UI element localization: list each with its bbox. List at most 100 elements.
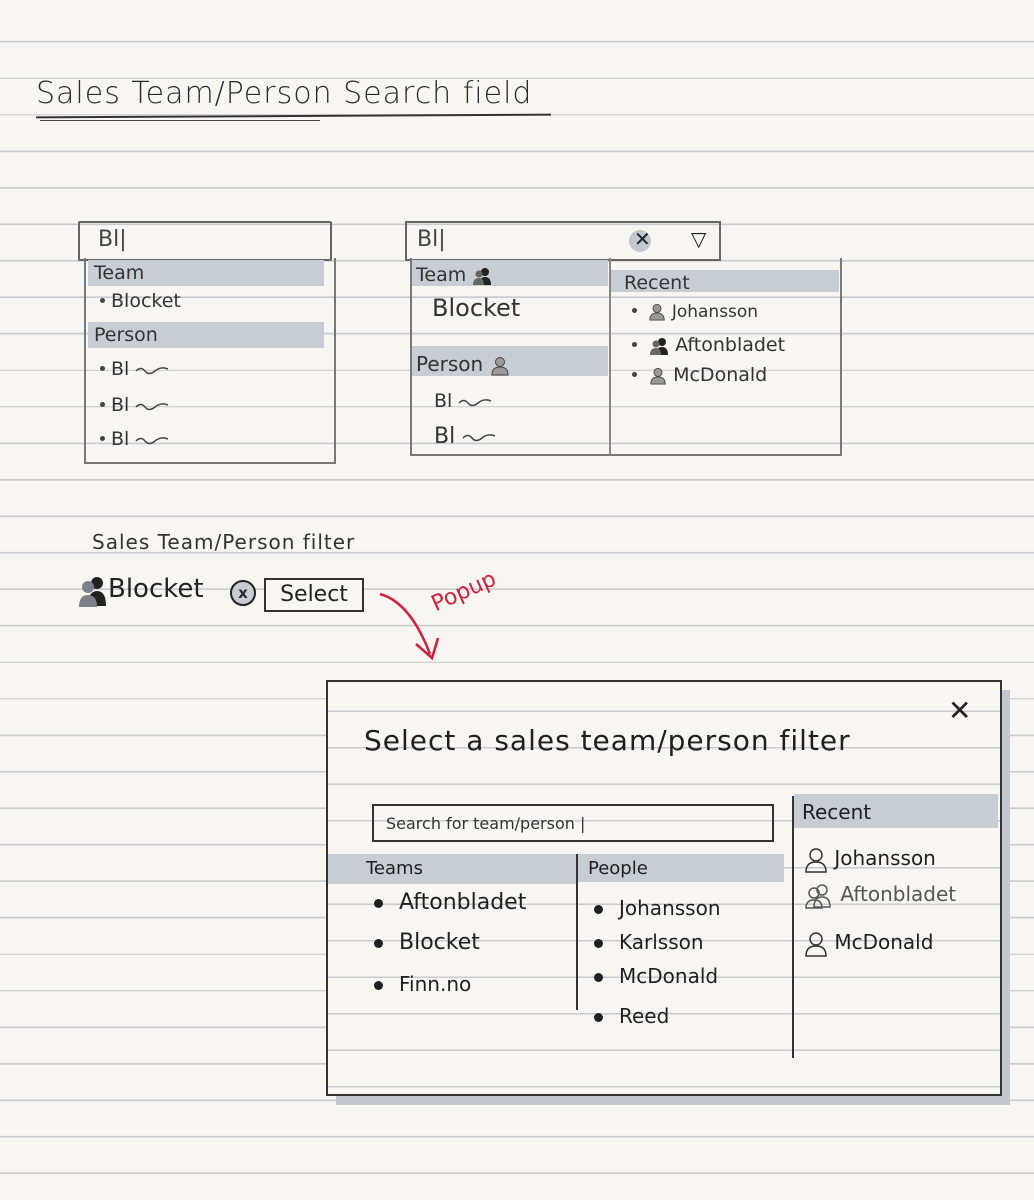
team-icon: [805, 883, 831, 909]
team-list-item[interactable]: Aftonbladet: [374, 890, 526, 915]
sketch1-input-text: Bl|: [98, 227, 127, 252]
sketch1-person-item-label: Bl: [111, 394, 130, 416]
select-filter-modal: ✕ Select a sales team/person filter Team…: [326, 680, 1002, 1096]
bullet: [594, 1013, 603, 1022]
sketch2-dropdown: Team Blocket Person Bl Bl Recent Johanss…: [410, 258, 842, 456]
popup-annotation: Popup: [427, 566, 500, 617]
team-name: Aftonbladet: [399, 890, 527, 915]
sketch1-person-item-label: Bl: [111, 358, 130, 380]
team-name: Blocket: [399, 930, 480, 955]
sketch2-recent-header: Recent: [624, 272, 690, 294]
sketch2-recent-item[interactable]: Aftonbladet: [626, 334, 785, 356]
sketch1-team-item[interactable]: Blocket: [94, 290, 181, 312]
clear-icon[interactable]: ✕: [634, 227, 651, 251]
sketch1-search-input[interactable]: Bl|: [78, 221, 332, 261]
person-name: Johansson: [619, 896, 721, 920]
person-name: McDonald: [619, 964, 719, 988]
recent-divider: [792, 796, 794, 1058]
scribble-icon: [135, 402, 169, 410]
sketch2-recent-item[interactable]: McDonald: [626, 364, 767, 386]
sketch2-person-item-label: Bl: [434, 390, 453, 412]
bullet: [100, 436, 105, 441]
sketch2-recent-item-label: Aftonbladet: [675, 334, 786, 356]
title-underline: [35, 113, 552, 119]
dropdown-arrow-icon[interactable]: ▽: [691, 227, 707, 251]
team-list-item[interactable]: Blocket: [374, 930, 480, 955]
teams-header-bg: [328, 854, 576, 884]
modal-title: Select a sales team/person filter: [364, 724, 851, 757]
person-icon: [650, 367, 666, 385]
sketch2-team-header-bg: [412, 260, 608, 286]
bullet: [374, 898, 383, 908]
person-list-item[interactable]: Johansson: [594, 896, 721, 920]
team-person-search: [372, 804, 774, 842]
recent-header-bg: [794, 794, 998, 828]
sketch2-team-header-label: Team: [416, 264, 467, 286]
team-icon: [79, 577, 106, 607]
sketch2-search-input[interactable]: Bl| ✕ ▽: [405, 221, 721, 261]
sketch2-person-header-bg: [412, 346, 608, 376]
popup-arrow-icon: [379, 592, 440, 661]
people-header-bg: [578, 854, 784, 882]
team-name: Finn.no: [399, 972, 472, 996]
sketch2-team-header: Team: [416, 264, 492, 286]
teams-people-divider: [576, 854, 578, 1010]
select-button[interactable]: Select: [264, 578, 364, 612]
sketch2-recent-header-bg: [611, 270, 839, 292]
person-list-item[interactable]: Reed: [594, 1004, 669, 1028]
person-name: Karlsson: [619, 930, 704, 954]
clear-filter-icon[interactable]: x: [230, 580, 256, 606]
scribble-icon: [135, 436, 169, 444]
sketch2-person-item[interactable]: Bl: [434, 424, 496, 449]
filter-selected-value: Blocket: [108, 574, 204, 604]
sketch1-person-header: Person: [94, 324, 158, 346]
clear-bg: [629, 230, 651, 252]
bullet: [594, 939, 603, 948]
scribble-icon: [458, 398, 492, 406]
sketch1-dropdown: Team Blocket Person Bl Bl Bl: [84, 258, 336, 464]
sketch2-recent-item-label: McDonald: [673, 364, 768, 386]
sketch2-person-header-label: Person: [416, 352, 484, 376]
sketch1-person-item[interactable]: Bl: [94, 428, 169, 450]
recent-name: Aftonbladet: [840, 882, 957, 906]
bullet: [374, 938, 383, 948]
sketch2-person-item[interactable]: Bl: [434, 390, 492, 412]
close-icon[interactable]: ✕: [948, 694, 972, 727]
bullet: [100, 366, 105, 371]
people-header: People: [588, 858, 648, 879]
person-icon: [649, 303, 666, 321]
team-list-item[interactable]: Finn.no: [374, 972, 471, 996]
recent-name: McDonald: [834, 930, 934, 954]
scribble-icon: [462, 434, 496, 442]
person-list-item[interactable]: Karlsson: [594, 930, 704, 954]
sketch2-person-item-label: Bl: [434, 424, 456, 449]
sketch1-team-header: Team: [94, 262, 145, 284]
team-person-search-input[interactable]: [374, 806, 772, 840]
recent-list-item[interactable]: McDonald: [804, 930, 933, 957]
person-list-item[interactable]: McDonald: [594, 964, 718, 988]
sketch2-input-text: Bl|: [417, 227, 446, 252]
recent-list-item[interactable]: Johansson: [804, 846, 936, 873]
person-icon: [491, 356, 509, 375]
title-underline-short: [40, 120, 320, 121]
sketch2-recent-item[interactable]: Johansson: [626, 302, 758, 322]
bullet: [100, 298, 105, 303]
filter-control: Blocket x Select: [78, 572, 378, 612]
sketch1-person-header-bg: [88, 322, 324, 348]
sketch2-column-divider: [609, 258, 611, 454]
bullet: [594, 973, 603, 982]
bullet: [632, 342, 637, 347]
bullet: [374, 981, 383, 990]
sketch1-person-item[interactable]: Bl: [94, 394, 169, 416]
recent-header: Recent: [802, 800, 872, 824]
sketch2-team-item[interactable]: Blocket: [432, 294, 521, 322]
recent-list-item[interactable]: Aftonbladet: [804, 882, 956, 909]
person-icon: [805, 931, 827, 957]
sketch2-recent-item-label: Johansson: [671, 302, 759, 322]
filter-label: Sales Team/Person filter: [92, 530, 356, 554]
person-name: Reed: [619, 1004, 670, 1028]
page-title: Sales Team/Person Search field: [36, 76, 533, 111]
bullet: [632, 372, 637, 377]
sketch1-person-item[interactable]: Bl: [94, 358, 169, 380]
scribble-icon: [135, 366, 169, 374]
